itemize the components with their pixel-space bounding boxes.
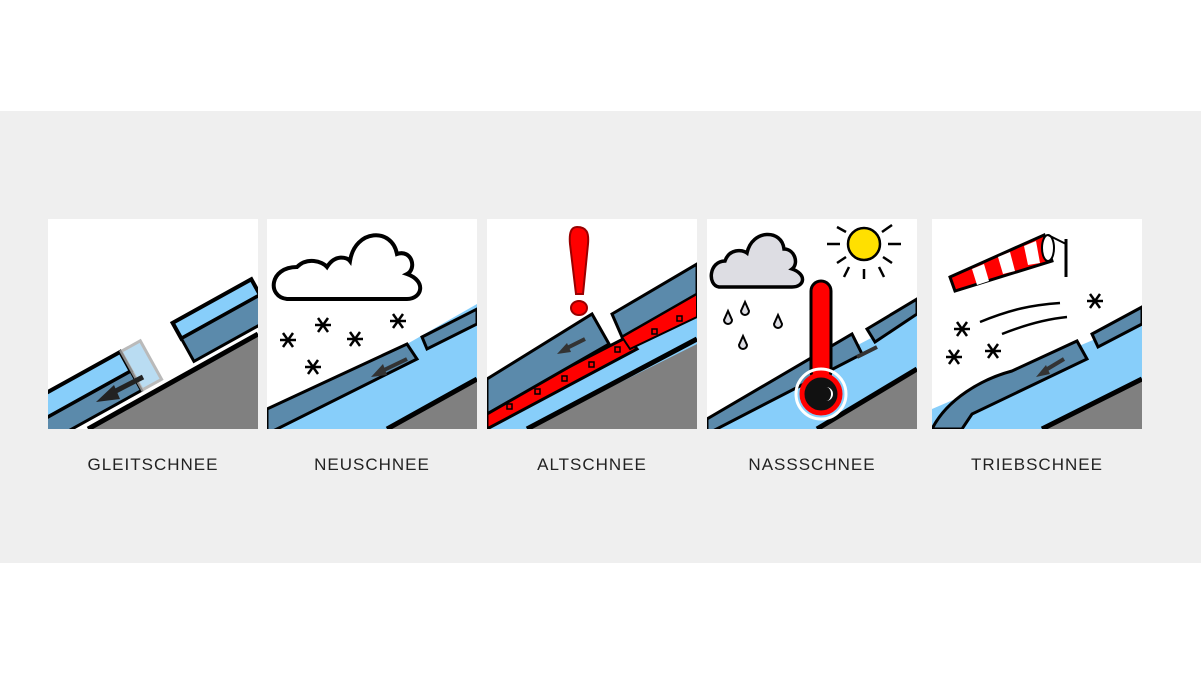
snowflakes-icon bbox=[280, 313, 406, 375]
wind-slab-card bbox=[932, 219, 1142, 429]
persistent-weak-layer-card bbox=[487, 219, 697, 429]
persistent-weak-layer-icon bbox=[487, 225, 697, 429]
glide-snow-icon bbox=[48, 276, 258, 429]
wet-snow-card bbox=[707, 219, 917, 429]
new-snow-icon bbox=[267, 233, 477, 429]
sun-icon bbox=[827, 223, 901, 279]
rain-cloud-icon bbox=[709, 232, 805, 289]
new-snow-label: NEUSCHNEE bbox=[314, 455, 430, 474]
new-snow-card bbox=[267, 219, 477, 429]
raindrops-icon bbox=[722, 299, 784, 350]
wet-snow-label: NASSSCHNEE bbox=[748, 455, 876, 474]
wet-snow-icon bbox=[707, 223, 917, 429]
wind-slab-icon bbox=[932, 232, 1142, 429]
wind-slab-label: TRIEBSCHNEE bbox=[971, 455, 1103, 474]
persistent-weak-layer-label: ALTSCHNEE bbox=[537, 455, 647, 474]
thermometer-icon bbox=[794, 279, 848, 421]
drifting-snow-icon bbox=[946, 293, 1103, 365]
glide-snow-label: GLEITSCHNEE bbox=[87, 455, 219, 474]
glide-snow-card bbox=[48, 219, 258, 429]
windsock-icon bbox=[948, 232, 1068, 293]
